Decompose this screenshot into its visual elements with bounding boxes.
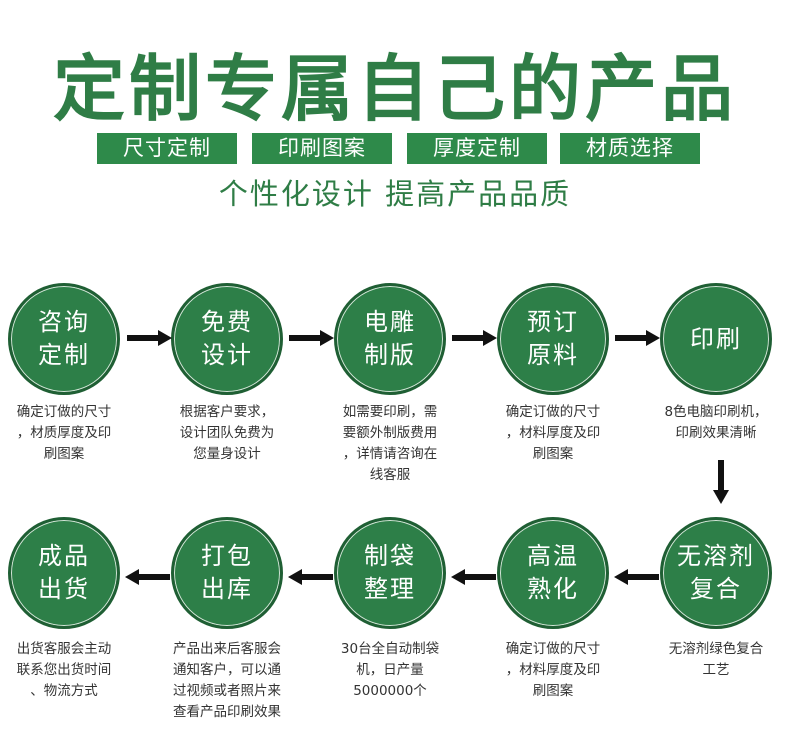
step-description: 出货客服会主动 联系您出货时间 、物流方式	[16, 641, 112, 699]
page-title: 定制专属自己的产品	[52, 47, 737, 131]
step-description: 产品出来后客服会 通知客户，可以通 过视频或者照片来 查看产品印刷效果	[173, 641, 281, 720]
subtitle: 个性化设计 提高产品品质	[218, 177, 572, 211]
step-circle: 咨询 定制	[8, 283, 120, 395]
step-circle: 成品 出货	[8, 517, 120, 629]
step-description: 8色电脑印刷机， 印刷效果清晰	[664, 404, 768, 441]
tag-thickness-custom: 厚度定制	[407, 133, 547, 164]
feature-tags: 尺寸定制 印刷图案 厚度定制 材质选择	[0, 133, 790, 164]
step-circle: 免费 设计	[171, 283, 283, 395]
step-description: 如需要印刷，需 要额外制版费用 ，详情请咨询在 线客服	[342, 404, 438, 483]
arrow-right-icon	[452, 330, 497, 346]
step-circle: 制袋 整理	[334, 517, 446, 629]
step-label: 电雕 制版	[364, 308, 416, 369]
arrow-left-icon	[614, 569, 659, 585]
step-description: 确定订做的尺寸 ，材料厚度及印 刷图案	[505, 641, 601, 699]
arrow-left-icon	[288, 569, 333, 585]
step-description: 无溶剂绿色复合 工艺	[668, 641, 764, 678]
arrow-right-icon	[289, 330, 334, 346]
step-circle: 打包 出库	[171, 517, 283, 629]
arrow-left-icon	[451, 569, 496, 585]
step-description: 30台全自动制袋 机，日产量 5000000个	[340, 641, 440, 699]
arrow-left-icon	[125, 569, 170, 585]
step-circle: 无溶剂 复合	[660, 517, 772, 629]
step-description: 确定订做的尺寸 ，材质厚度及印 刷图案	[16, 404, 112, 462]
tag-size-custom: 尺寸定制	[97, 133, 237, 164]
tag-material-choice: 材质选择	[560, 133, 700, 164]
step-circle: 高温 熟化	[497, 517, 609, 629]
arrow-right-icon	[127, 330, 172, 346]
step-label: 成品 出货	[38, 542, 90, 603]
step-label: 打包 出库	[201, 542, 253, 603]
step-label: 免费 设计	[201, 308, 253, 369]
step-circle: 预订 原料	[497, 283, 609, 395]
arrow-down-icon	[713, 460, 729, 504]
tag-print-pattern: 印刷图案	[252, 133, 392, 164]
step-label: 制袋 整理	[364, 542, 416, 603]
step-label: 预订 原料	[527, 308, 579, 369]
step-circle: 印刷	[660, 283, 772, 395]
step-label: 无溶剂 复合	[677, 542, 755, 603]
step-label: 印刷	[690, 324, 742, 353]
step-label: 高温 熟化	[527, 542, 579, 603]
arrow-right-icon	[615, 330, 660, 346]
step-description: 确定订做的尺寸 ，材料厚度及印 刷图案	[505, 404, 601, 462]
step-description: 根据客户要求， 设计团队免费为 您量身设计	[179, 404, 275, 462]
step-circle: 电雕 制版	[334, 283, 446, 395]
step-label: 咨询 定制	[38, 308, 90, 369]
